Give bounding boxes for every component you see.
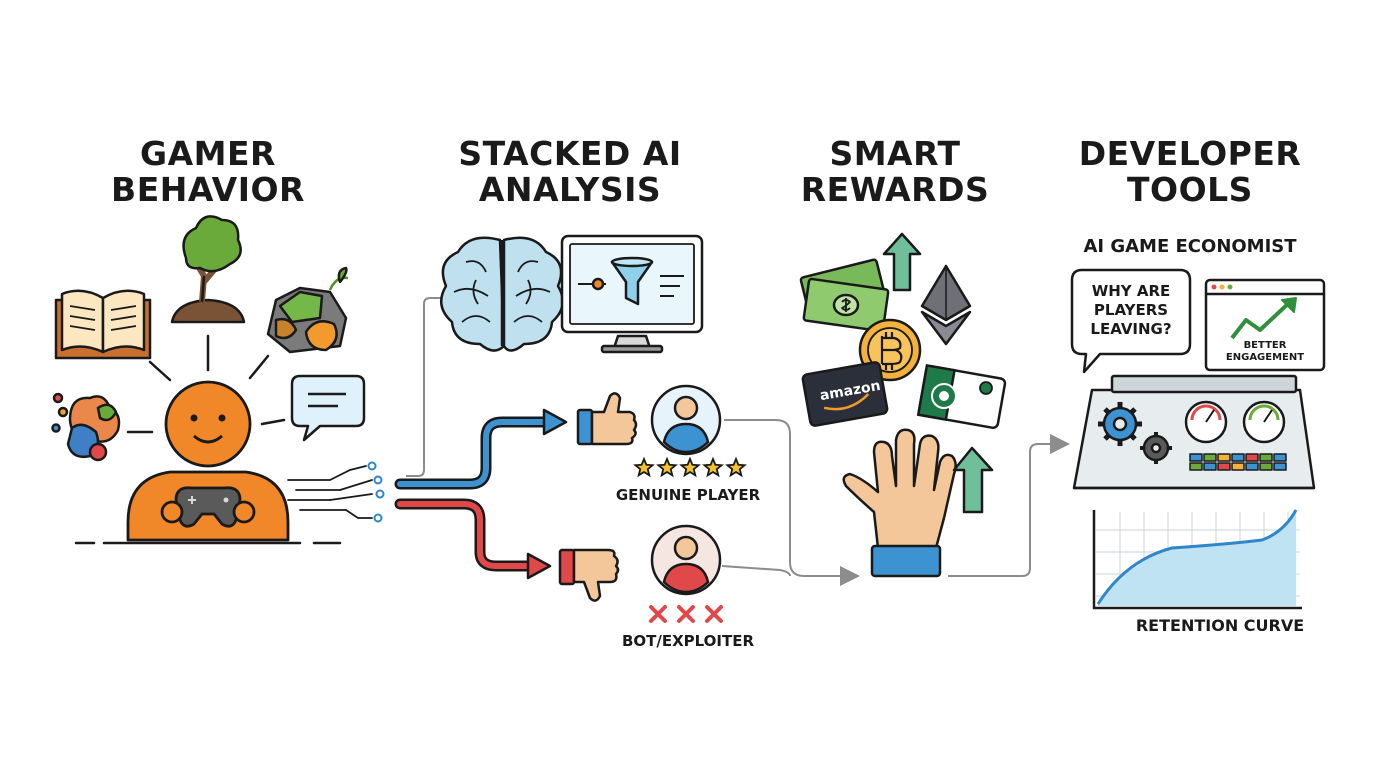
gauge-icon [1186,402,1226,442]
user-avatar-icon [652,386,720,454]
heading-developer-tools: DEVELOPER TOOLS [1070,136,1310,208]
brain-icon [441,238,563,351]
gamer-avatar-icon [128,382,288,540]
heading-line: TOOLS [1070,172,1310,208]
negative-path-arrow [400,504,550,578]
x-mark-icon [651,607,665,621]
rating-stars [635,459,744,475]
heading-smart-rewards: SMART REWARDS [790,136,1000,208]
connector-to-brain [406,298,442,476]
data-stream-lines [288,463,384,522]
heading-gamer-behavior: GAMER BEHAVIOR [98,136,318,208]
star-icon [727,459,744,475]
heading-line: STACKED AI [440,136,700,172]
monitor-funnel-icon [562,236,702,352]
star-icon [658,459,675,475]
heading-line: REWARDS [790,172,1000,208]
amazon-card-icon: amazon [802,362,888,427]
star-icon [704,459,721,475]
retention-chart-icon [1094,510,1302,608]
bubble-line: PLAYERS [1074,301,1188,320]
star-icon [681,459,698,475]
bubble-line: LEAVING? [1074,320,1188,339]
heading-line: GAMER [98,136,318,172]
heading-line: ANALYSIS [440,172,700,208]
retention-curve-label: RETENTION CURVE [1110,616,1330,635]
bot-exploiter-label: BOT/EXPLOITER [598,632,778,650]
better-engagement-label: BETTER ENGAGEMENT [1208,340,1322,364]
up-arrow-icon [954,448,992,512]
ethereum-icon [922,266,970,344]
book-icon [56,291,150,358]
thumbs-up-icon [578,393,636,444]
bot-avatar-icon [652,526,720,594]
question-bubble-text: WHY ARE PLAYERS LEAVING? [1074,282,1188,339]
thumbs-down-icon [560,550,618,601]
ai-game-economist-label: AI GAME ECONOMIST [1060,236,1320,257]
rejection-marks [651,607,721,621]
open-hand-icon [844,430,956,576]
x-mark-icon [679,607,693,621]
heading-line: DEVELOPER [1070,136,1310,172]
control-panel-icon [1074,376,1314,488]
heading-stacked-ai-analysis: STACKED AI ANALYSIS [440,136,700,208]
coffee-card-icon [918,365,1005,428]
genuine-player-label: GENUINE PLAYER [598,486,778,504]
star-icon [635,459,652,475]
palette-icon [53,394,120,460]
gauge-icon [1244,402,1284,442]
tree-icon [172,216,244,322]
cash-icon [800,259,888,331]
chat-bubble-icon [292,376,364,440]
heading-line: BEHAVIOR [98,172,318,208]
heading-line: SMART [790,136,1000,172]
x-mark-icon [707,607,721,621]
up-arrow-icon [884,234,920,290]
engagement-line: ENGAGEMENT [1208,352,1322,364]
ore-rock-icon [268,268,348,352]
engagement-line: BETTER [1208,340,1322,352]
bubble-line: WHY ARE [1074,282,1188,301]
